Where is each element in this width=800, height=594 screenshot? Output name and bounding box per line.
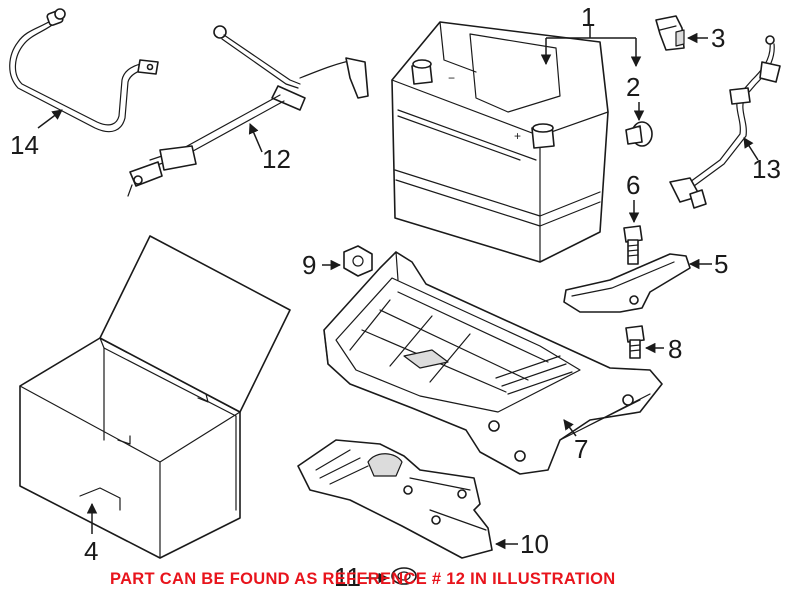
callout-label-5: 5	[714, 249, 728, 279]
callout-4: 4	[84, 502, 98, 566]
grommet-11	[391, 567, 417, 585]
cable-14	[9, 8, 159, 133]
svg-text:−: −	[448, 71, 455, 85]
svg-text:+: +	[514, 129, 521, 143]
callout-label-4: 4	[84, 536, 98, 566]
callout-label-11: 11	[334, 562, 361, 592]
callout-label-6: 6	[626, 170, 640, 200]
clip-3	[655, 15, 685, 51]
callout-13: 13	[743, 137, 781, 184]
callout-label-3: 3	[711, 23, 725, 53]
callout-8: 8	[644, 334, 682, 364]
callout-11: 11	[334, 562, 390, 592]
battery-1: + −	[391, 21, 609, 263]
cover-10	[297, 439, 493, 559]
callout-label-12: 12	[262, 144, 291, 174]
callout-label-2: 2	[626, 72, 640, 102]
callout-label-7: 7	[574, 434, 588, 464]
vent-plug-2	[625, 121, 653, 147]
callout-label-1: 1	[581, 2, 595, 32]
callout-7: 7	[563, 419, 588, 464]
bolt-8	[625, 325, 645, 359]
callout-2: 2	[626, 72, 645, 122]
harness-13	[669, 35, 781, 209]
insulation-box-4	[19, 235, 291, 559]
bolt-6	[623, 225, 643, 265]
callout-label-9: 9	[302, 250, 316, 280]
callout-label-14: 14	[10, 130, 39, 160]
callout-6: 6	[626, 170, 640, 224]
callout-label-10: 10	[520, 529, 549, 559]
callout-14: 14	[10, 109, 63, 160]
nut-9	[343, 245, 373, 277]
cable-12	[127, 25, 369, 197]
callout-9: 9	[302, 250, 342, 280]
callout-12: 12	[248, 123, 291, 174]
callout-label-8: 8	[668, 334, 682, 364]
callout-5: 5	[688, 249, 728, 279]
callout-1: 1	[540, 2, 642, 68]
reference-notice: PART CAN BE FOUND AS REFERENCE # 12 IN I…	[110, 570, 615, 588]
callout-10: 10	[494, 529, 549, 559]
callout-3: 3	[686, 23, 725, 53]
bracket-5	[563, 253, 691, 313]
callout-label-13: 13	[752, 154, 781, 184]
